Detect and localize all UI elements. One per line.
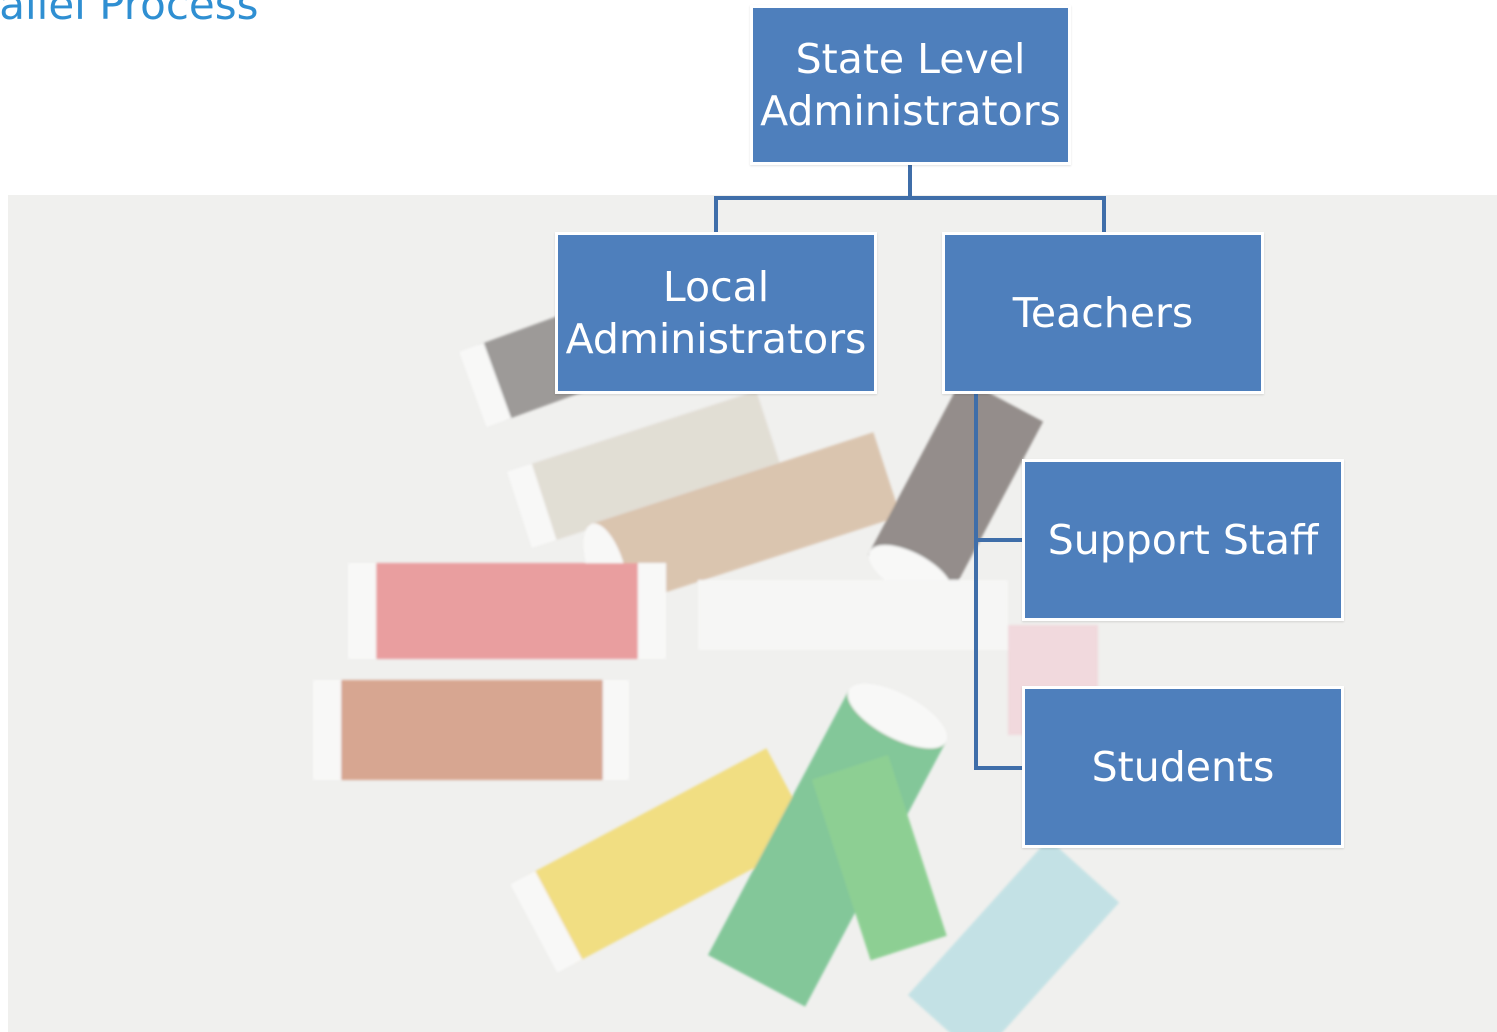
slide-title: rallel Process xyxy=(0,0,259,29)
node-label: State Level Administrators xyxy=(760,34,1061,135)
node-students[interactable]: Students xyxy=(1022,686,1344,848)
node-teachers[interactable]: Teachers xyxy=(942,232,1264,394)
node-label: Support Staff xyxy=(1047,515,1319,564)
node-local-administrators[interactable]: Local Administrators xyxy=(555,232,877,394)
node-state-level-administrators[interactable]: State Level Administrators xyxy=(750,5,1071,165)
node-support-staff[interactable]: Support Staff xyxy=(1022,459,1344,621)
node-label: Students xyxy=(1091,742,1275,791)
node-label: Local Administrators xyxy=(565,262,867,363)
node-label: Teachers xyxy=(1012,288,1194,337)
